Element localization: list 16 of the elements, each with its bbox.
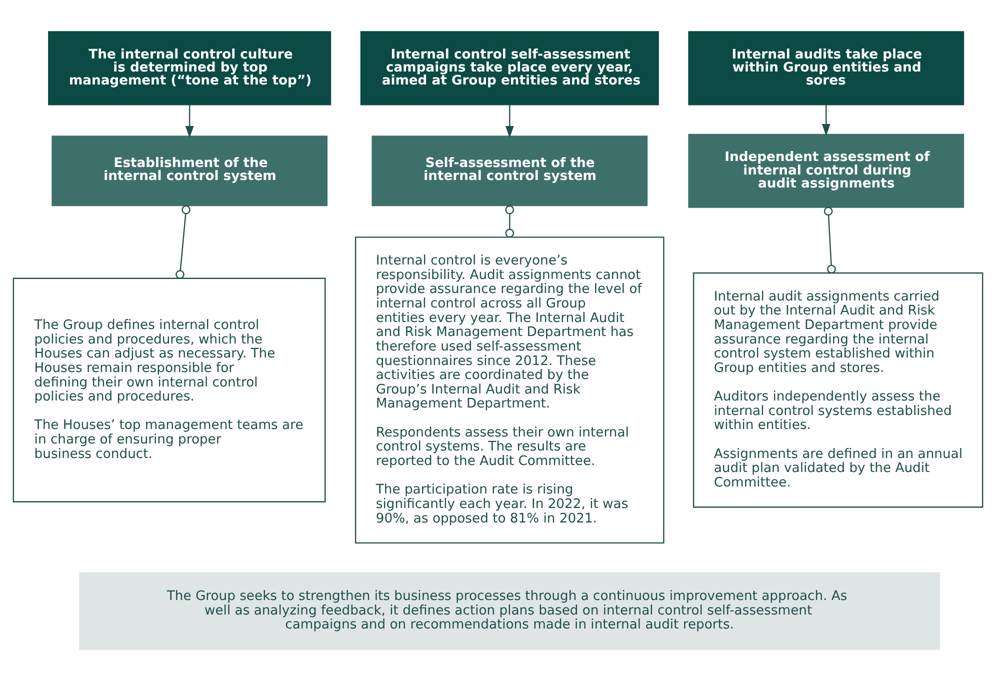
arrow: [822, 104, 830, 136]
connector: [505, 204, 514, 238]
node-box: Establishment of the internal control system: [52, 135, 328, 206]
node-box: Independent assessment of internal control during audit assignments: [688, 133, 964, 208]
connector: [824, 206, 836, 274]
connector: [176, 204, 190, 278]
node-box: Internal control self-assessment campaigns take place every year, aimed at Group entities and stores: [360, 30, 659, 105]
arrow: [185, 104, 194, 138]
node-box: Self-assessment of the internal control system: [372, 135, 648, 206]
arrow: [505, 104, 514, 138]
node-box: The Group seeks to strengthen its business processes through a continuous improvement approach. As well as analyzing feedback, it defines action plans based on internal control self-assessment campaigns and on recommendations made in internal audit reports.: [79, 572, 940, 650]
node-box: The Group defines internal control policies and procedures, which the Houses can adjust as necessary. The Houses remain responsible for defining their own internal control policies and procedures. The Houses’ top management teams are in charge of ensuring proper business conduct.: [12, 277, 326, 502]
node-box: Internal audit assignments carried out by the Internal Audit and Risk Management Department provide assurance regarding the internal control system established within Group entities and stores. Auditors independently assess the internal control systems established within entities. Assignments are defined in an annual audit plan validated by the Audit Committee.: [692, 272, 984, 508]
node-box: Internal control is everyone’s responsibility. Audit assignments cannot provide assurance regarding the level of internal control across all Group entities every year. The Internal Audit and Risk Management Department has therefore used self-assessment questionnaires since 2012. These activities are coordinated by the Group’s Internal Audit and Risk Management Department. Respondents assess their own internal control systems. The results are reported to the Audit Committee. The participation rate is rising significantly each year. In 2022, it was 90%, as opposed to 81% in 2021.: [354, 236, 664, 544]
node-box: The internal control culture is determined by top management (“tone at the top”): [48, 30, 332, 105]
node-box: Internal audits take place within Group entities and sores: [688, 30, 964, 105]
